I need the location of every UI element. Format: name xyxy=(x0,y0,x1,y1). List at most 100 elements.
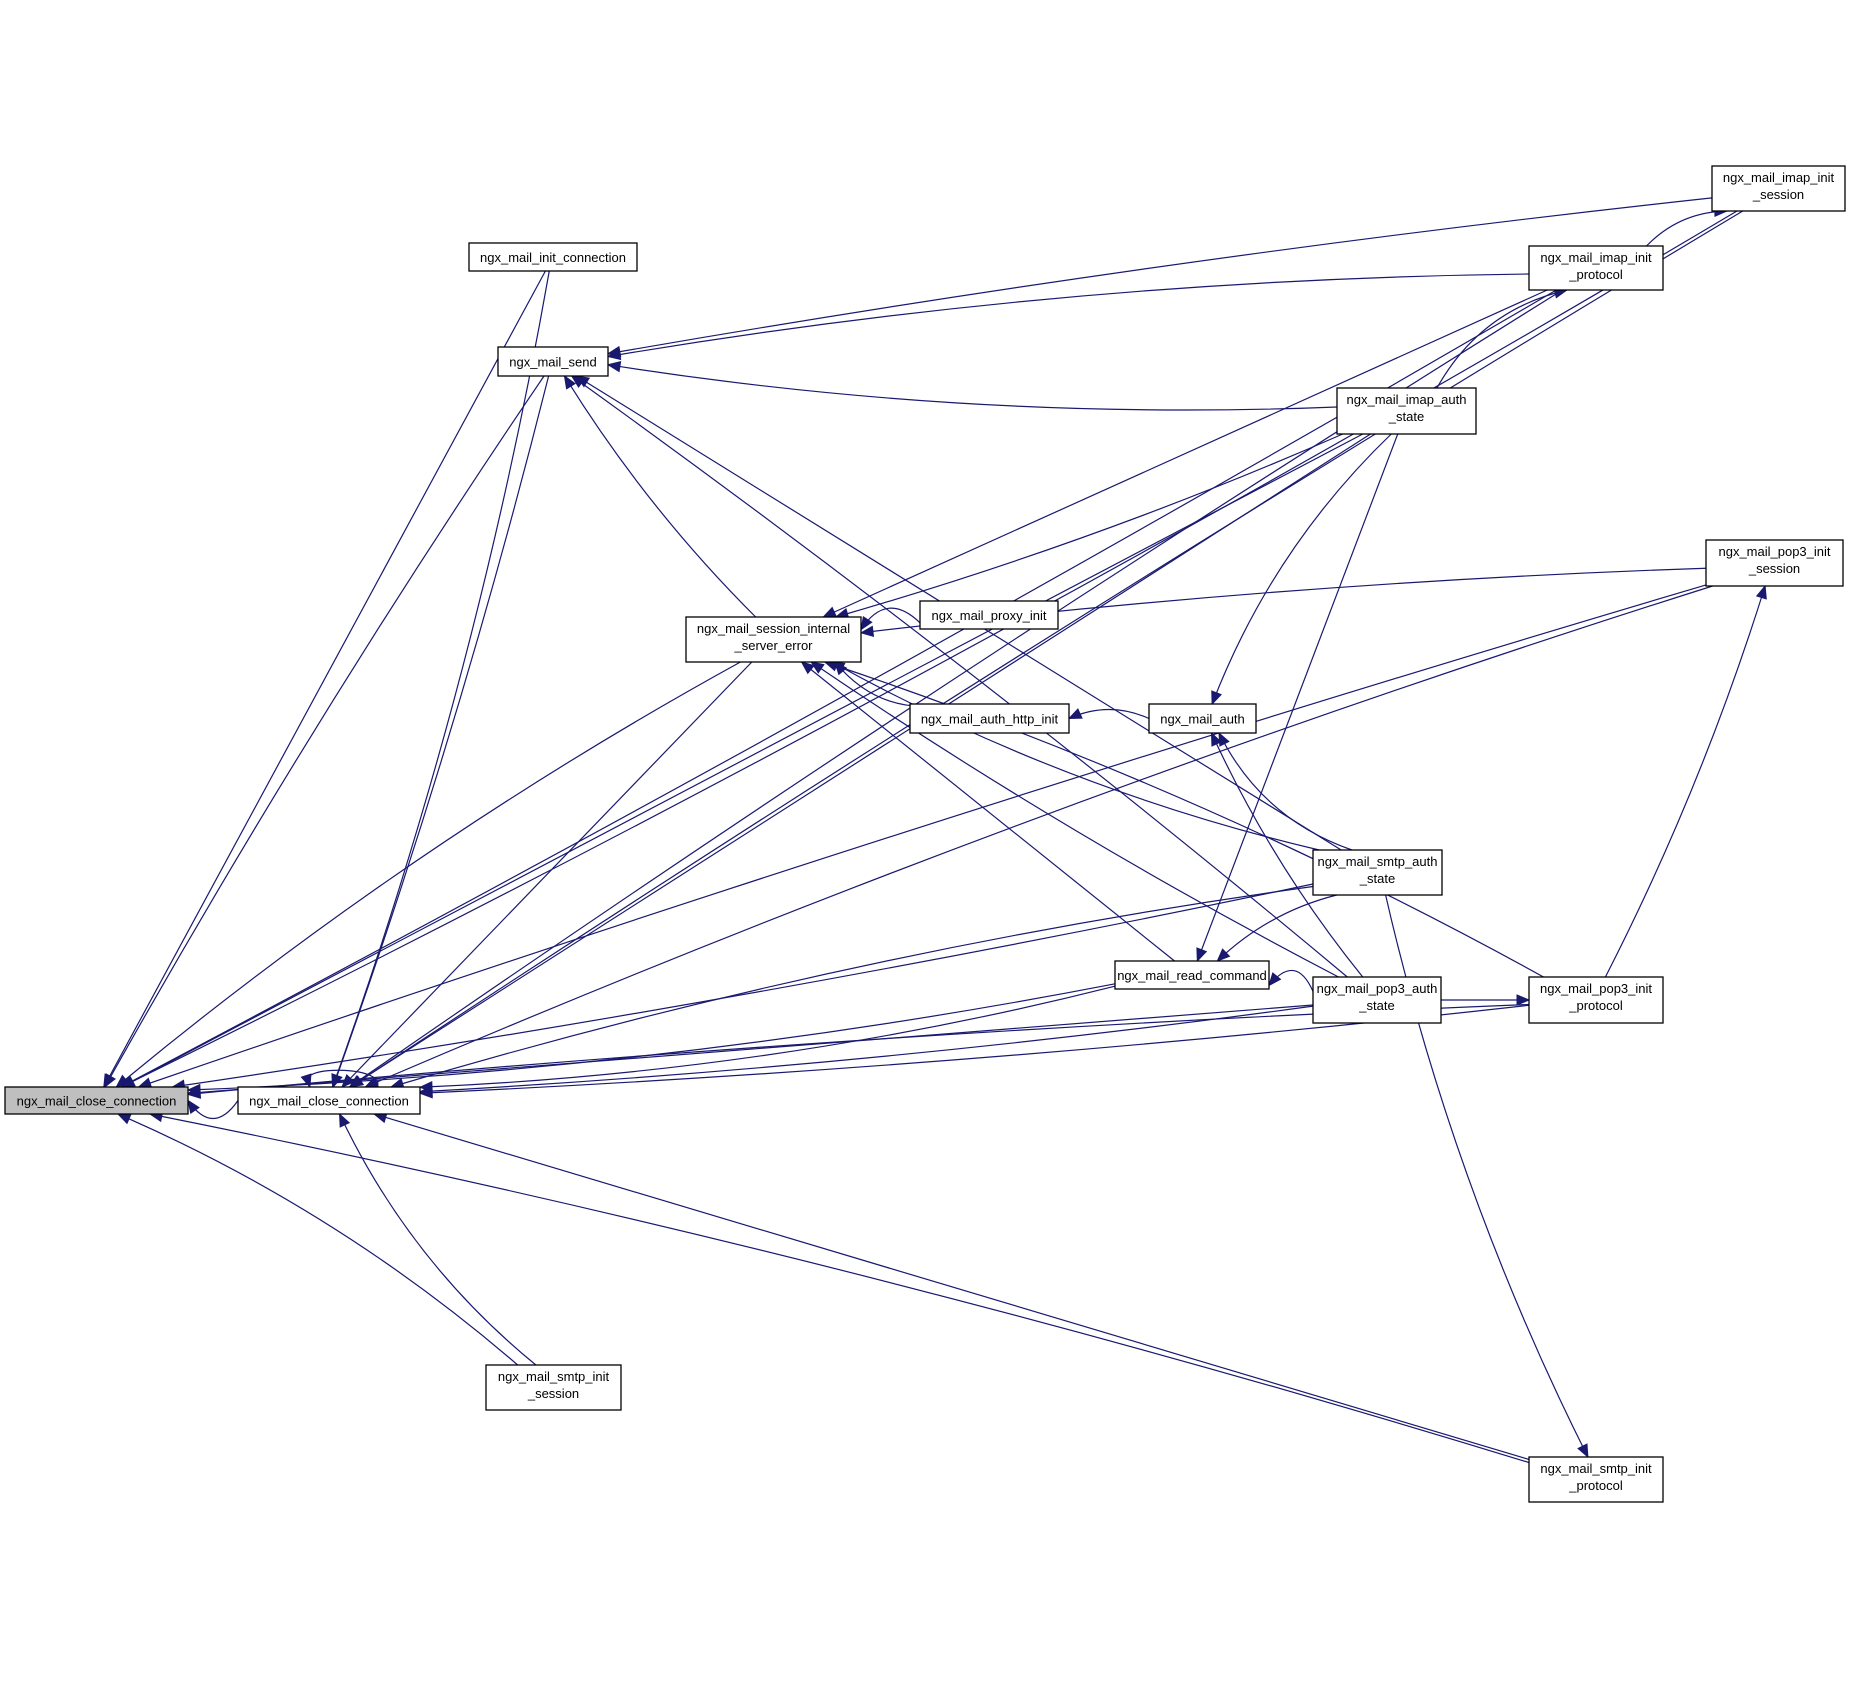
node-label: ngx_mail_auth_http_init xyxy=(921,712,1059,727)
edge-smtpauth-to-sise xyxy=(830,661,1320,851)
node-sise[interactable]: ngx_mail_session_internal_server_error xyxy=(685,616,862,663)
edge-pop3sess-to-root xyxy=(137,584,1707,1089)
edge-imapauth-to-auth xyxy=(1211,433,1392,706)
edge-line xyxy=(332,270,550,1088)
node-authhttp[interactable]: ngx_mail_auth_http_init xyxy=(909,703,1070,734)
edge-line xyxy=(373,1113,1530,1461)
node-label: _session xyxy=(1752,187,1804,202)
edge-line xyxy=(1196,433,1399,962)
arrowhead xyxy=(187,1099,200,1115)
node-label: _session xyxy=(1748,561,1800,576)
edge-line xyxy=(138,584,1707,1088)
node-close[interactable]: ngx_mail_close_connection xyxy=(237,1086,421,1115)
edge-init_conn-to-root xyxy=(103,270,546,1089)
edge-line xyxy=(332,375,550,1088)
node-send[interactable]: ngx_mail_send xyxy=(497,346,609,377)
edge-imapproto-to-sise xyxy=(822,289,1548,618)
edge-line xyxy=(103,270,546,1088)
node-smtpauth[interactable]: ngx_mail_smtp_auth_state xyxy=(1312,849,1443,896)
arrowhead xyxy=(1210,731,1222,747)
edge-imapauth-to-send xyxy=(606,360,1338,411)
arrowhead xyxy=(1577,1443,1589,1459)
node-label: ngx_mail_imap_init xyxy=(1723,170,1835,185)
arrowhead xyxy=(331,1073,343,1089)
node-box xyxy=(237,1086,421,1115)
edge-imapauth-to-readcmd xyxy=(1196,433,1399,963)
edge-line xyxy=(823,289,1548,618)
node-box xyxy=(1312,976,1442,1024)
edge-pop3auth-to-sise xyxy=(810,661,1339,978)
node-box xyxy=(1312,849,1443,896)
edge-line xyxy=(339,1113,537,1366)
node-label: ngx_mail_send xyxy=(509,355,596,370)
edge-pop3auth-to-readcmd xyxy=(1268,969,1314,992)
node-label: ngx_mail_smtp_init xyxy=(1540,1461,1652,1476)
node-auth[interactable]: ngx_mail_auth xyxy=(1148,703,1257,734)
node-pop3auth[interactable]: ngx_mail_pop3_auth_state xyxy=(1312,976,1442,1024)
node-label: ngx_mail_imap_init xyxy=(1540,250,1652,265)
edge-line xyxy=(187,983,1116,1091)
arrowhead xyxy=(1196,947,1208,963)
edge-smtpproto-to-root xyxy=(148,1110,1530,1464)
node-proxy[interactable]: ngx_mail_proxy_init xyxy=(919,600,1059,630)
nodes-layer: ngx_mail_close_connection ngx_mail_close_… xyxy=(4,165,1846,1503)
edge-line xyxy=(419,985,1116,1088)
edge-sise-to-root xyxy=(115,661,741,1088)
node-box xyxy=(1711,165,1846,212)
node-smtpsess[interactable]: ngx_mail_smtp_init_session xyxy=(485,1364,622,1411)
arrowhead xyxy=(570,375,586,388)
arrowhead xyxy=(606,360,622,373)
node-label: _state xyxy=(1388,409,1424,424)
edge-line xyxy=(117,1113,519,1366)
node-root[interactable]: ngx_mail_close_connection xyxy=(4,1086,189,1115)
edge-line xyxy=(1211,433,1392,705)
edge-pop3auth-to-auth xyxy=(1210,731,1364,978)
node-label: _protocol xyxy=(1568,1478,1623,1493)
node-box xyxy=(1148,703,1257,734)
node-label: ngx_mail_auth xyxy=(1160,712,1245,727)
edge-line xyxy=(607,197,1713,355)
node-box xyxy=(909,703,1070,734)
node-box xyxy=(1528,245,1664,291)
edge-line xyxy=(341,661,753,1088)
edge-line xyxy=(149,1113,1530,1464)
edge-readcmd-to-close xyxy=(418,985,1116,1093)
edge-line xyxy=(365,585,1713,1088)
edge-sise-to-close xyxy=(341,661,753,1088)
edge-line xyxy=(121,210,1738,1088)
node-box xyxy=(4,1086,189,1115)
node-label: ngx_mail_close_connection xyxy=(17,1094,177,1109)
node-imapauth[interactable]: ngx_mail_imap_auth _state xyxy=(1336,387,1477,435)
node-label: ngx_mail_init_connection xyxy=(480,250,626,265)
node-label: ngx_mail_pop3_auth xyxy=(1317,981,1438,996)
edge-line xyxy=(801,661,1175,962)
node-pop3sess[interactable]: ngx_mail_pop3_init_session xyxy=(1705,539,1844,587)
node-imapproto[interactable]: ngx_mail_imap_init_protocol xyxy=(1528,245,1664,291)
node-init_conn[interactable]: ngx_mail_init_connection xyxy=(468,242,638,272)
edge-pop3auth-to-send xyxy=(570,375,1348,978)
edge-line xyxy=(1210,732,1364,978)
node-readcmd[interactable]: ngx_mail_read_command xyxy=(1114,960,1270,990)
node-box xyxy=(919,600,1059,630)
node-label: ngx_mail_proxy_init xyxy=(932,608,1047,623)
edge-line xyxy=(115,661,741,1088)
node-label: ngx_mail_imap_auth xyxy=(1347,392,1467,407)
edge-init_conn-to-close xyxy=(331,270,550,1089)
edge-line xyxy=(824,661,1544,978)
edge-proxy-to-sise xyxy=(860,607,921,631)
arrowhead xyxy=(563,374,576,390)
node-imapsess[interactable]: ngx_mail_imap_init _session xyxy=(1711,165,1846,212)
edge-imapproto-to-imapsess xyxy=(1646,205,1729,247)
edge-line xyxy=(607,273,1530,358)
node-box xyxy=(485,1364,622,1411)
edge-line xyxy=(571,375,1348,978)
node-pop3proto[interactable]: ngx_mail_pop3_init_protocol xyxy=(1528,976,1664,1024)
edge-line xyxy=(607,364,1338,411)
edge-line xyxy=(1216,894,1337,962)
node-smtpproto[interactable]: ngx_mail_smtp_init _protocol xyxy=(1528,1456,1664,1503)
edge-smtpsess-to-root xyxy=(116,1113,519,1366)
edge-pop3auth-to-close xyxy=(418,1005,1314,1097)
arrowhead xyxy=(822,606,838,618)
edge-line xyxy=(419,1005,1314,1093)
